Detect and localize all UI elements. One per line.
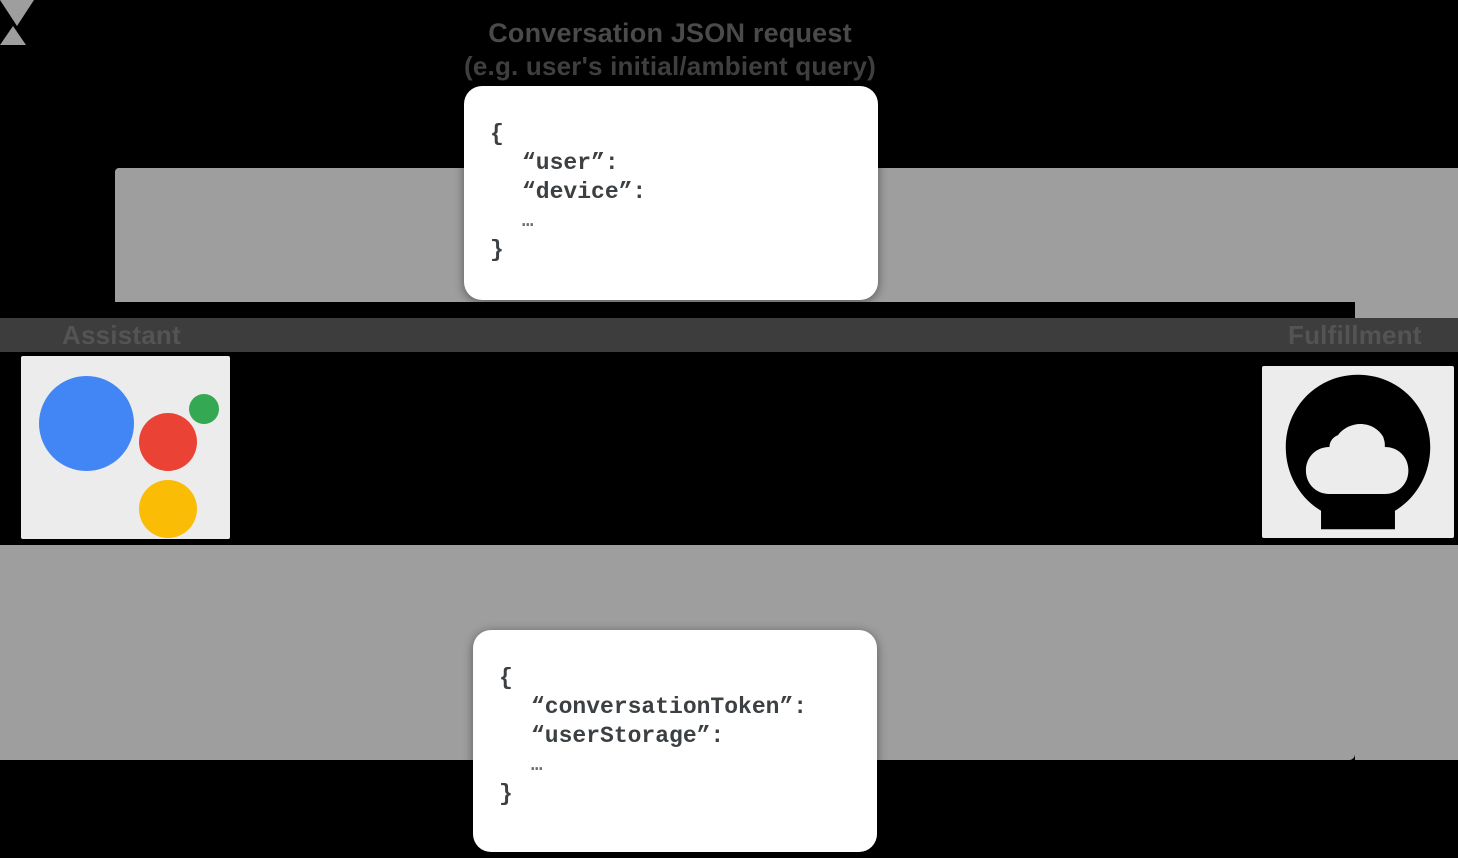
json-key-device: “device”: — [522, 179, 647, 205]
fulfillment-role-label: Fulfillment — [1288, 320, 1422, 350]
json-ellipsis: … — [531, 754, 543, 776]
json-key-user: “user”: — [522, 150, 619, 176]
assistant-logo-yellow-dot-icon — [139, 480, 197, 538]
assistant-role-label: Assistant — [62, 320, 181, 350]
json-ellipsis: … — [522, 210, 534, 232]
json-key-conversation-token: “conversationToken”: — [531, 694, 808, 720]
json-open-brace: { — [499, 665, 513, 691]
assistant-logo-blue-dot-icon — [39, 376, 134, 471]
assistant-logo-red-dot-icon — [139, 413, 197, 471]
json-close-brace: } — [499, 781, 513, 807]
json-close-brace: } — [490, 237, 504, 263]
json-key-user-storage: “userStorage”: — [531, 723, 725, 749]
cloud-icon — [1285, 374, 1431, 530]
response-json-card: { “conversationToken”: “userStorage”: … … — [473, 630, 877, 852]
assistant-logo-green-dot-icon — [189, 394, 219, 424]
request-flow-caption-subtitle: (e.g. user's initial/ambient query) — [464, 51, 876, 81]
json-open-brace: { — [490, 121, 504, 147]
assistant-tile[interactable] — [21, 356, 230, 539]
request-json-card: { “user”: “device”: … } — [464, 86, 878, 300]
request-flow-caption: Conversation JSON request (e.g. user's i… — [0, 18, 1340, 82]
fulfillment-tile[interactable] — [1262, 366, 1454, 538]
request-flow-arrowhead-icon — [0, 0, 34, 26]
role-divider-strip — [0, 318, 1458, 352]
response-flow-arrow-leg — [1355, 545, 1458, 760]
request-flow-caption-title: Conversation JSON request — [488, 18, 852, 48]
response-flow-arrowhead-icon — [0, 26, 26, 45]
